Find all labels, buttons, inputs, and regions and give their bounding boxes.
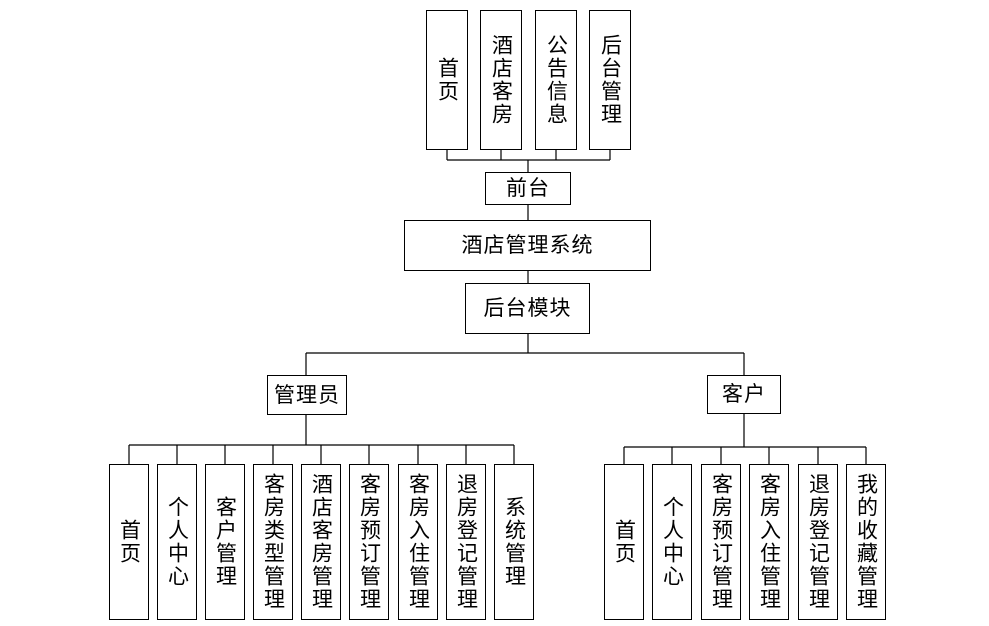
node-administrator: 管理员: [267, 375, 347, 415]
node-label: 酒店客房管理: [309, 473, 334, 611]
node-label: 首页: [117, 519, 142, 565]
node-label: 客房预订管理: [709, 473, 734, 611]
admin-child-node: 酒店客房管理: [301, 464, 341, 620]
customer-child-node: 客房入住管理: [749, 464, 789, 620]
admin-child-node: 客房预订管理: [349, 464, 389, 620]
node-label: 公告信息: [544, 34, 569, 126]
admin-child-node: 客房类型管理: [253, 464, 293, 620]
node-frontend: 前台: [485, 172, 571, 205]
node-label: 我的收藏管理: [854, 473, 879, 611]
node-label: 首页: [612, 519, 637, 565]
node-backend-admin: 后台管理: [589, 10, 631, 150]
node-label: 管理员: [274, 382, 340, 407]
node-label: 客房预订管理: [357, 473, 382, 611]
customer-child-node: 我的收藏管理: [846, 464, 886, 620]
node-label: 酒店管理系统: [461, 233, 594, 257]
node-label: 退房登记管理: [806, 473, 831, 611]
node-label: 客房类型管理: [261, 473, 286, 611]
admin-child-node: 客户管理: [205, 464, 245, 620]
customer-child-node: 个人中心: [652, 464, 692, 620]
node-label: 客房入住管理: [757, 473, 782, 611]
admin-child-node: 退房登记管理: [446, 464, 486, 620]
node-label: 客户: [722, 382, 766, 406]
customer-child-node: 首页: [604, 464, 644, 620]
node-label: 退房登记管理: [454, 473, 479, 611]
admin-child-node: 客房入住管理: [398, 464, 438, 620]
node-label: 酒店客房: [489, 34, 514, 126]
admin-child-node: 个人中心: [157, 464, 197, 620]
node-system-root: 酒店管理系统: [404, 220, 651, 271]
admin-child-node: 系统管理: [494, 464, 534, 620]
node-label: 后台模块: [483, 296, 572, 320]
node-customer: 客户: [707, 375, 781, 414]
node-label: 首页: [435, 57, 460, 103]
node-homepage: 首页: [426, 10, 468, 150]
node-label: 前台: [506, 176, 550, 200]
node-label: 客房入住管理: [406, 473, 431, 611]
node-backend-module: 后台模块: [465, 283, 590, 334]
node-label: 系统管理: [502, 496, 527, 588]
node-label: 后台管理: [598, 34, 623, 126]
node-label: 个人中心: [660, 496, 685, 588]
node-announcements: 公告信息: [535, 10, 577, 150]
customer-child-node: 客房预订管理: [701, 464, 741, 620]
node-label: 个人中心: [165, 496, 190, 588]
customer-child-node: 退房登记管理: [798, 464, 838, 620]
node-hotel-rooms: 酒店客房: [480, 10, 522, 150]
admin-child-node: 首页: [109, 464, 149, 620]
node-label: 客户管理: [213, 496, 238, 588]
